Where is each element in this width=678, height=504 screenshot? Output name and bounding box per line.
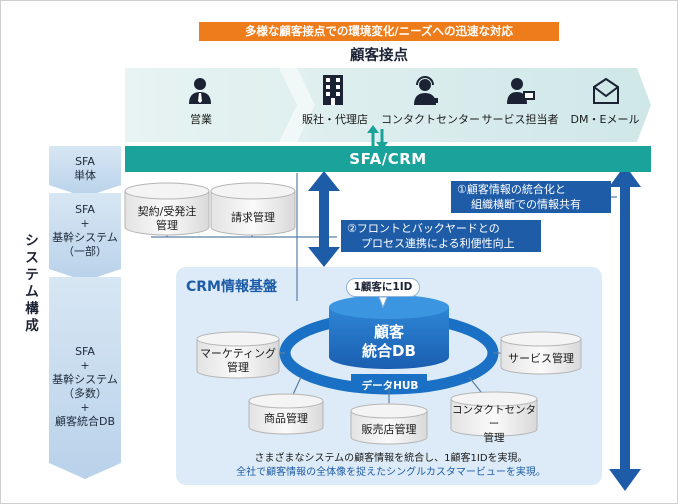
data-hub-label: データHUB [361, 380, 419, 392]
system-level-2: SFA + 基幹システム （一部） [49, 203, 121, 259]
db-contact-center-label: コンタクトセンター 管理 [449, 403, 539, 445]
double-arrow-middle [308, 171, 340, 267]
system-level-2-line: （一部） [63, 245, 107, 258]
system-level-3-chevron [49, 277, 121, 479]
system-level-3-line: （多数） [63, 387, 107, 400]
callout-integration-line: 組織横断での情報共有 [471, 198, 581, 211]
callout-process: ②フロントとバックヤードとの プロセス連携による利便性向上 [341, 220, 541, 252]
db-product-line: 商品管理 [264, 412, 308, 425]
callout-process-line: プロセス連携による利便性向上 [361, 237, 515, 250]
system-level-3-line: 基幹システム [52, 373, 118, 386]
touchpoints-title: 顧客接点 [350, 48, 408, 64]
double-arrow-right [609, 165, 641, 491]
system-level-1-line: SFA [75, 155, 95, 168]
callout-process-line: ②フロントとバックヤードとの [347, 222, 500, 235]
db-service [499, 331, 583, 375]
touchpoint-label-service-staff: サービス担当者 [481, 113, 559, 126]
callout-integration-line: ①顧客情報の統合化と [457, 183, 566, 196]
system-level-1-line: 単体 [74, 169, 96, 182]
system-level-1-chevron [49, 146, 121, 197]
system-level-3: SFA + 基幹システム （多数） + 顧客統合DB [45, 345, 125, 429]
crm-note-2: 全社で顧客情報の全体像を捉えたシングルカスタマービューを実現。 [236, 467, 546, 478]
db-marketing-line: 管理 [227, 361, 249, 374]
service-staff-icon [506, 77, 536, 109]
system-level-3-line: 顧客統合DB [54, 415, 116, 428]
system-level-3-line: + [80, 359, 90, 372]
system-level-3-line: + [80, 401, 90, 414]
db-contract-order-line: 管理 [156, 219, 178, 232]
db-marketing-line: マーケティング [199, 347, 277, 360]
crm-platform-title: CRM情報基盤 [186, 279, 277, 295]
system-level-2-chevron [49, 193, 121, 281]
db-product [247, 393, 325, 435]
building-icon [322, 74, 344, 110]
bubble-tail [378, 296, 388, 309]
core-db-line: 統合DB [362, 342, 416, 360]
system-level-3-line: SFA [75, 345, 95, 358]
db-marketing-label: マーケティング 管理 [195, 347, 281, 375]
db-billing [210, 182, 296, 236]
callout-integration: ①顧客情報の統合化と 組織横断での情報共有 [451, 181, 611, 213]
system-level-1: SFA 単体 [49, 155, 121, 183]
db-contact-center-line: 管理 [483, 432, 505, 444]
db-service-line: サービス管理 [508, 352, 574, 365]
system-level-2-line: 基幹システム [52, 231, 118, 244]
touchpoint-label-sales: 営業 [190, 113, 212, 126]
touchpoints-band-divider [279, 68, 315, 142]
sfa-crm-bar: SFA/CRM [125, 146, 651, 172]
touchpoint-label-dealer: 販社・代理店 [302, 113, 368, 126]
envelope-icon [590, 77, 620, 111]
db-contact-center-line: コンタクトセンター [452, 404, 536, 430]
hub-label-bg [351, 374, 427, 388]
system-structure-label: システム構成 [25, 233, 39, 334]
salesperson-icon [187, 77, 213, 109]
db-billing-label: 請求管理 [211, 211, 295, 225]
db-contract-order-label: 契約/受発注 管理 [125, 205, 209, 233]
db-billing-line: 請求管理 [231, 211, 275, 224]
db-contract-order-line: 契約/受発注 [137, 205, 197, 218]
db-contract-order [124, 182, 210, 236]
crm-note-1: さまざまなシステムの顧客情報を統合し、1顧客1IDを実現。 [254, 453, 528, 464]
db-contact-center [449, 391, 539, 437]
db-product-label: 商品管理 [247, 412, 325, 426]
db-dealer-line: 販売店管理 [361, 423, 417, 436]
core-db-label: 顧客 統合DB [331, 323, 447, 361]
one-id-bubble: 1顧客に1ID [346, 278, 420, 297]
db-dealer [349, 403, 429, 445]
touchpoint-label-dm-email: DM・Eメール [570, 113, 640, 126]
banner: 多様な顧客接点での環境変化/ニーズへの迅速な対応 [199, 22, 559, 41]
headset-operator-icon [411, 76, 439, 110]
touchpoint-label-contact-center: コンタクトセンター [381, 113, 480, 126]
touch-sfa-small-arrows [367, 125, 388, 150]
db-dealer-label: 販売店管理 [349, 423, 429, 437]
core-db-cylinder [329, 295, 449, 369]
db-marketing [195, 331, 281, 379]
db-service-label: サービス管理 [499, 352, 583, 366]
system-level-2-line: SFA [75, 203, 95, 216]
system-level-2-line: + [80, 217, 90, 230]
core-db-line: 顧客 [373, 323, 404, 341]
